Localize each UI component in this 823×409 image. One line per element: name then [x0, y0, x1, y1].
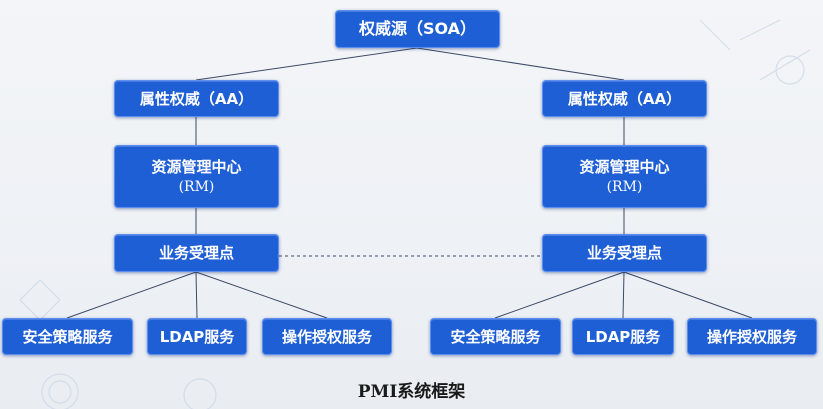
business-point-node-right: 业务受理点 [542, 234, 707, 272]
soa-node: 权威源（SOA） [335, 10, 500, 48]
operation-authorization-service-right: 操作授权服务 [687, 318, 817, 355]
soa-label: 权威源（SOA） [358, 19, 477, 38]
edge-bp-leaf-left-2 [195, 271, 198, 319]
operation-authorization-label-right: 操作授权服务 [706, 327, 797, 346]
security-policy-label-right: 安全策略服务 [450, 327, 541, 346]
edge-bp-leaf-right-3 [623, 271, 753, 319]
diagram-caption: PMI系统框架 [357, 382, 466, 402]
edge-bp-leaf-left-3 [195, 271, 328, 319]
ldap-label-left: LDAP服务 [159, 327, 235, 346]
business-point-label-left: 业务受理点 [158, 244, 234, 262]
security-policy-service-right: 安全策略服务 [430, 318, 561, 355]
edge-bp-leaf-right-2 [622, 271, 625, 319]
rm-abbr-right: (RM) [606, 178, 643, 195]
aa-label-left: 属性权威（AA） [139, 89, 254, 108]
ldap-label-right: LDAP服务 [585, 327, 661, 346]
rm-node-left: 资源管理中心 (RM) [114, 145, 279, 208]
aa-node-right: 属性权威（AA） [542, 80, 707, 117]
business-point-node-left: 业务受理点 [114, 234, 279, 272]
ldap-service-left: LDAP服务 [147, 318, 247, 355]
operation-authorization-service-left: 操作授权服务 [262, 318, 392, 355]
business-point-label-right: 业务受理点 [586, 244, 662, 262]
aa-label-right: 属性权威（AA） [567, 89, 682, 108]
aa-node-left: 属性权威（AA） [114, 80, 279, 117]
edge-bp-leaf-left-1 [66, 271, 197, 319]
security-policy-label-left: 安全策略服务 [22, 327, 113, 346]
operation-authorization-label-left: 操作授权服务 [281, 327, 372, 346]
rm-abbr-left: (RM) [178, 178, 215, 195]
rm-title-right: 资源管理中心 [579, 157, 670, 176]
rm-node-right: 资源管理中心 (RM) [542, 145, 707, 208]
edge-bp-leaf-right-1 [494, 271, 625, 319]
security-policy-service-left: 安全策略服务 [2, 318, 133, 355]
rm-title-left: 资源管理中心 [151, 157, 242, 176]
edge-soa-aa-right [416, 47, 625, 81]
ldap-service-right: LDAP服务 [572, 318, 674, 355]
edge-soa-aa-left [195, 47, 418, 81]
